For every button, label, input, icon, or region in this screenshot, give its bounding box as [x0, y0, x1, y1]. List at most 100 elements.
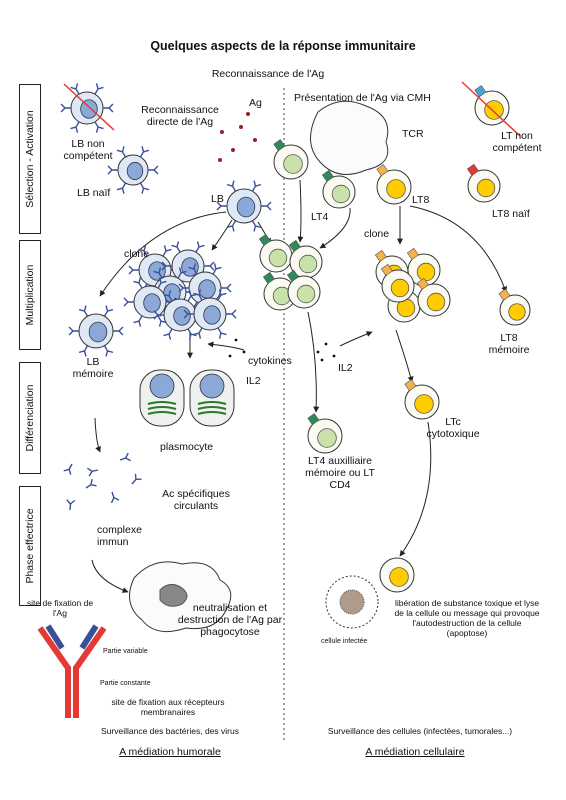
direct-recognition-label: Reconnaissance directe de l'Ag	[130, 104, 230, 128]
lt8-memory-cell	[499, 289, 530, 325]
arrow-clone-to-ltc	[396, 330, 412, 382]
receptor-shape	[61, 104, 71, 112]
humoral-mediation-label: A médiation humorale	[95, 746, 245, 758]
lt4-memory-cell	[308, 414, 342, 453]
cell-nucleus	[89, 322, 107, 342]
cytokine-dot	[321, 359, 324, 362]
cytokine-dot	[243, 351, 246, 354]
lt8-cell	[377, 165, 411, 204]
cellular-mediation-label: A médiation cellulaire	[340, 746, 490, 758]
ltc-cell	[405, 380, 439, 419]
plasmocyte-cell	[190, 370, 234, 426]
receptor-icon	[66, 500, 75, 511]
receptor-shape	[108, 491, 119, 503]
arrow-lt4-to-memory	[308, 312, 316, 412]
receptor-icon	[108, 491, 119, 503]
cell-nucleus	[391, 279, 409, 297]
recognition-label: Reconnaissance de l'Ag	[183, 68, 353, 80]
antigen-binding-site-label: site de fixation de l'Ag	[22, 598, 98, 618]
antibody-schematic	[40, 626, 104, 718]
phase-label: Sélection - Activation	[24, 110, 36, 207]
lb-memory-label: LB mémoire	[67, 356, 119, 380]
cell-nucleus	[509, 304, 526, 321]
receptor-icon	[64, 462, 76, 475]
receptor-icon	[69, 327, 79, 335]
lt8-clone-cell	[417, 278, 450, 316]
receptor-shape	[129, 474, 142, 487]
antigen-dot	[246, 112, 250, 116]
lt4-label: LT4	[311, 211, 328, 223]
receptor-icon	[113, 327, 123, 335]
arrow-ltc-to-effector	[400, 422, 431, 556]
lt4-cell	[322, 170, 355, 208]
cellular-surveillance-label: Surveillance des cellules (infectées, tu…	[304, 726, 536, 736]
receptor-shape	[261, 202, 271, 210]
cytokines-label: cytokines	[248, 355, 292, 367]
receptor-icon	[119, 453, 131, 464]
cytokine-dot	[235, 339, 238, 342]
cell-nucleus	[204, 306, 221, 325]
phase-label: Différenciation	[24, 385, 36, 452]
cell-nucleus	[299, 255, 317, 273]
lt8-label: LT8	[412, 194, 429, 206]
arrow-lt4-to-clone	[300, 180, 301, 242]
cytokine-dot	[317, 351, 320, 354]
ltc-label: LTc cytotoxique	[421, 416, 485, 440]
lt4-clone-cell	[287, 270, 320, 308]
tcr-label: TCR	[402, 128, 424, 140]
cell-nucleus	[150, 374, 174, 398]
lt-non-competent-label: LT non compétent	[482, 130, 552, 154]
antigen-dot	[231, 148, 235, 152]
receptor-icon	[226, 310, 236, 318]
receptor-icon	[61, 104, 71, 112]
cell-nucleus	[477, 179, 495, 197]
receptor-icon	[108, 166, 118, 174]
lt4-clone-cell	[259, 234, 292, 272]
lt4-memory-label: LT4 auxilliaire mémoire ou LT CD4	[297, 455, 383, 491]
diagram-title: Quelques aspects de la réponse immunitai…	[0, 40, 566, 52]
presentation-label: Présentation de l'Ag via CMH	[294, 92, 431, 104]
cell-nucleus	[199, 280, 216, 299]
presenting-cell	[310, 101, 387, 174]
receptor-shape	[204, 262, 214, 270]
lt8-naive-label: LT8 naïf	[492, 208, 530, 220]
phase-differenciation: Différenciation	[19, 362, 41, 474]
receptor-icon	[87, 466, 99, 476]
cell-nucleus	[297, 285, 315, 303]
phase-multiplication: Multiplication	[19, 240, 41, 350]
cytokine-dot	[325, 343, 328, 346]
cross-icon	[462, 82, 520, 136]
lb-memory-cell	[69, 306, 123, 357]
lt8-naive-cell	[467, 164, 500, 202]
cell-nucleus	[417, 263, 435, 281]
receptor-icon	[221, 284, 231, 292]
lb-non-competent-cell	[61, 83, 113, 132]
cell-nucleus	[144, 294, 161, 313]
receptor-binding-site-label: site de fixation aux récepteurs membrana…	[108, 697, 228, 717]
receptor-shape	[124, 298, 134, 306]
receptor-icon	[204, 262, 214, 270]
receptor-icon	[129, 474, 142, 487]
infected-cell-label: cellule infectée	[321, 638, 367, 646]
cell-nucleus	[318, 429, 337, 448]
plasmocyte-label: plasmocyte	[160, 441, 213, 453]
infected-nucleus	[340, 590, 364, 614]
receptor-shape	[129, 266, 139, 274]
t-clone-label: clone	[364, 228, 389, 240]
receptor-shape	[221, 284, 231, 292]
ltc-effector-cell	[380, 558, 414, 592]
receptor-icon	[261, 202, 271, 210]
receptor-shape	[148, 166, 158, 174]
immune-complex-label: complexe immun	[97, 524, 153, 548]
cytokine-dot	[229, 355, 232, 358]
receptor-icon	[148, 166, 158, 174]
receptor-shape	[66, 500, 75, 511]
variable-part-label: Partie variable	[103, 648, 148, 656]
cell-nucleus	[237, 197, 255, 217]
cell-nucleus	[415, 395, 434, 414]
lb-activated-cell	[217, 181, 271, 232]
receptor-icon	[103, 104, 113, 112]
arrow-il2	[340, 332, 372, 346]
receptor-shape	[119, 453, 131, 464]
